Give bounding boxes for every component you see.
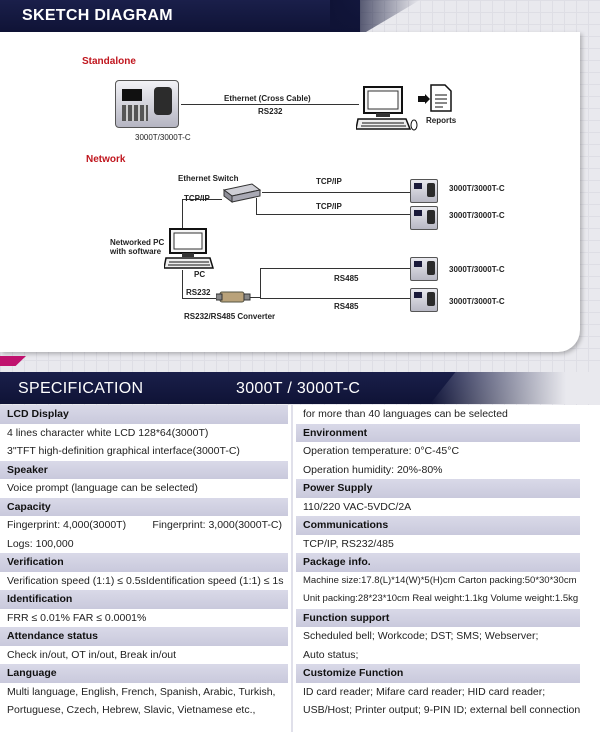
spec-heading: Capacity xyxy=(0,497,288,516)
pink-accent xyxy=(0,356,26,366)
network-heading: Network xyxy=(86,154,126,165)
pc-label: PC xyxy=(194,270,206,279)
spec-heading: Attendance status xyxy=(0,627,288,646)
switch-pc-line-v xyxy=(182,199,183,229)
network-device-icon xyxy=(410,179,438,203)
spec-value: Check in/out, OT in/out, Break in/out xyxy=(0,645,288,664)
column-divider xyxy=(291,405,293,732)
spec-value: Fingerprint: 3,000(3000T-C) xyxy=(152,519,282,531)
switch-label: Ethernet Switch xyxy=(178,174,239,183)
spec-value: Unit packing:28*23*10cm Real weight:1.1k… xyxy=(296,590,580,609)
network-device-icon xyxy=(410,288,438,312)
sketch-title: SKETCH DIAGRAM xyxy=(22,7,173,24)
standalone-device-label: 3000T/3000T-C xyxy=(135,133,191,142)
spec-heading: Language xyxy=(0,664,288,683)
spec-value: 4 lines character white LCD 128*64(3000T… xyxy=(0,423,288,442)
spec-value: Operation temperature: 0°C-45°C xyxy=(296,442,580,461)
standalone-pc-icon xyxy=(356,86,418,131)
spec-value: Multi language, English, French, Spanish… xyxy=(0,682,288,701)
rs232-line-h xyxy=(182,298,218,299)
spec-value: Voice prompt (language can be selected) xyxy=(0,479,288,498)
document-icon xyxy=(430,84,452,112)
spec-value: Operation humidity: 20%-80% xyxy=(296,460,580,479)
spec-heading: Communications xyxy=(296,516,580,535)
tcpip-label-1: TCP/IP xyxy=(316,177,342,186)
spec-value: ID card reader; Mifare card reader; HID … xyxy=(296,682,580,701)
standalone-link-ethernet: Ethernet (Cross Cable) xyxy=(224,94,311,103)
switch-pc-line-h xyxy=(182,199,222,200)
rs232-label: RS232 xyxy=(186,288,211,297)
network-device-label-2: 3000T/3000T-C xyxy=(449,211,505,220)
converter-icon xyxy=(216,291,251,303)
standalone-heading: Standalone xyxy=(82,56,136,67)
spec-value: Portuguese, Czech, Hebrew, Slavic, Vietn… xyxy=(0,701,288,720)
tcpip-line-1 xyxy=(262,192,410,193)
spec-table: LCD Display 4 lines character white LCD … xyxy=(0,405,600,732)
rs485-line-2 xyxy=(260,298,410,299)
converter-label: RS232/RS485 Converter xyxy=(184,312,276,321)
spec-heading: Environment xyxy=(296,423,580,442)
standalone-device-icon xyxy=(115,80,179,128)
spec-value-row: Verification speed (1:1) ≤ 0.5s Identifi… xyxy=(0,571,288,590)
spec-value: 110/220 VAC-5VDC/2A xyxy=(296,497,580,516)
rs485-join xyxy=(250,297,260,298)
spec-heading: Verification xyxy=(0,553,288,572)
network-device-label-4: 3000T/3000T-C xyxy=(449,297,505,306)
network-device-icon xyxy=(410,257,438,281)
spec-value: for more than 40 languages can be select… xyxy=(296,405,580,424)
rs232-line-v xyxy=(182,270,183,298)
spec-left-column: LCD Display 4 lines character white LCD … xyxy=(0,405,288,720)
spec-value: TCP/IP, RS232/485 xyxy=(296,534,580,553)
spec-heading: Identification xyxy=(0,590,288,609)
spec-value: USB/Host; Printer output; 9-PIN ID; exte… xyxy=(296,701,580,720)
tcpip-label-left: TCP/IP xyxy=(184,194,210,203)
spec-value: Verification speed (1:1) ≤ 0.5s xyxy=(7,574,146,587)
arrow-right-icon xyxy=(418,94,430,104)
network-pc-icon xyxy=(164,228,214,269)
spec-heading: LCD Display xyxy=(0,405,288,424)
spec-value: Scheduled bell; Workcode; DST; SMS; Webs… xyxy=(296,627,580,646)
networked-pc-label-2: with software xyxy=(110,247,162,256)
spec-value: Auto status; xyxy=(296,645,580,664)
tcpip-line-2 xyxy=(256,214,410,215)
spec-value: 3"TFT high-definition graphical interfac… xyxy=(0,442,288,461)
network-device-icon xyxy=(410,206,438,230)
spec-heading: Customize Function xyxy=(296,664,580,683)
spec-value: Fingerprint: 4,000(3000T) xyxy=(7,519,127,531)
spec-heading: Speaker xyxy=(0,460,288,479)
spec-title: SPECIFICATION xyxy=(18,380,144,397)
spec-heading: Package info. xyxy=(296,553,580,572)
spec-value: FRR ≤ 0.01% FAR ≤ 0.0001% xyxy=(0,608,288,627)
rs485-label-1: RS485 xyxy=(334,274,359,283)
sketch-header: SKETCH DIAGRAM xyxy=(0,0,360,32)
spec-value-row: Fingerprint: 4,000(3000T) Fingerprint: 3… xyxy=(0,516,288,535)
networked-pc-label-1: Networked PC xyxy=(110,238,165,247)
tcpip-label-2: TCP/IP xyxy=(316,202,342,211)
reports-label: Reports xyxy=(426,116,457,125)
rs485-vert xyxy=(260,268,261,298)
spec-header-fade xyxy=(430,372,600,404)
sketch-diagram-panel: Standalone 3000T/3000T-C Ethernet (Cross… xyxy=(0,32,580,352)
tcpip-drop xyxy=(256,198,257,214)
spec-heading: Power Supply xyxy=(296,479,580,498)
spec-value: Machine size:17.8(L)*14(W)*5(H)cm Carton… xyxy=(296,571,580,590)
spec-right-column: for more than 40 languages can be select… xyxy=(296,405,580,720)
standalone-link-rs232: RS232 xyxy=(258,107,283,116)
standalone-link-line xyxy=(181,104,359,105)
spec-model: 3000T / 3000T-C xyxy=(236,380,361,397)
spec-value: Logs: 100,000 xyxy=(0,534,288,553)
network-device-label-3: 3000T/3000T-C xyxy=(449,265,505,274)
ethernet-switch-icon xyxy=(222,183,262,203)
network-device-label-1: 3000T/3000T-C xyxy=(449,184,505,193)
spec-heading: Function support xyxy=(296,608,580,627)
rs485-line-1 xyxy=(260,268,410,269)
spec-value: Identification speed (1:1) ≤ 1s xyxy=(145,574,284,587)
rs485-label-2: RS485 xyxy=(334,302,359,311)
